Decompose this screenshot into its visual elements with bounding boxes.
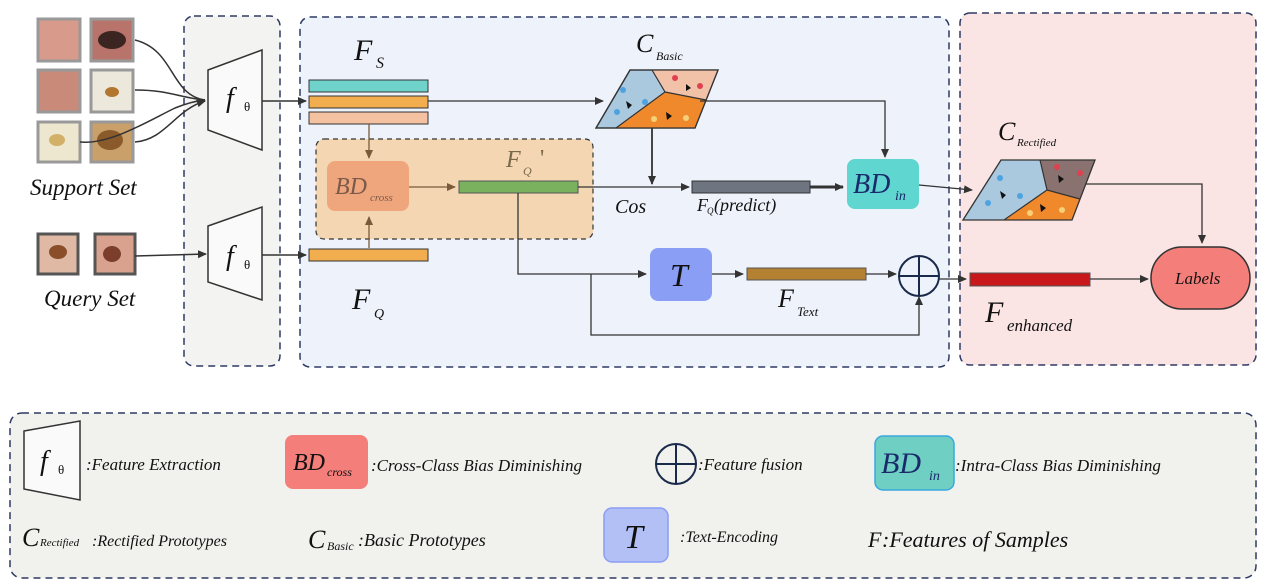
bd-cross-label-sub: cross [370,192,393,204]
legend-bd-in-block [874,435,955,491]
fq-prime-label-sub: Q [523,164,532,178]
legend-c-basic-sub: Basic [327,539,354,553]
legend-features: F :Features of Samples [867,527,1068,552]
legend-rectified: C Rectified :Rectified Prototypes [22,523,227,552]
support-image [36,68,82,114]
support-images [36,17,135,164]
c-rect-label: C [998,117,1016,146]
fq-predict-bar [691,180,811,194]
fq-predict-label-sub: Q [707,206,714,216]
c-basic-label-sub: Basic [656,49,683,63]
legend-rectified-text: :Rectified Prototypes [92,533,227,550]
fs-label: F [353,34,373,67]
legend-bd-cross-block [285,435,368,489]
support-image [36,17,82,63]
fq-prime-bar [458,180,579,194]
legend-feature-fusion: :Feature fusion [655,443,803,485]
fenhanced-bar [969,272,1091,287]
legend-feature-fusion-text: :Feature fusion [698,455,803,474]
legend-text-encoding: T :Text-Encoding [603,507,778,563]
c-basic-prototypes [594,69,719,129]
encoder-theta: θ [244,257,250,272]
legend-intra-class-text: :Intra-Class Bias Diminishing [955,456,1161,475]
encoder-f: f [226,83,237,114]
c-basic-label: C [636,29,654,58]
encoder-theta: θ [244,99,250,114]
ftext-label: F [777,284,795,313]
query-set-label: Query Set [44,286,136,311]
legend-bd-cross-sub: cross [327,465,352,479]
fs-label-sub: S [376,55,384,72]
fq-prime-mark: ' [540,146,544,172]
fq-feature-bar [308,248,429,262]
legend-c-basic: C [308,525,326,554]
ftext-bar [746,267,867,281]
fs-feature-bar [308,95,429,109]
fq-predict-label-rest: (predict) [714,195,776,216]
labels-node [1150,246,1251,310]
query-images [36,232,137,276]
fenhanced-label-sub: enhanced [1007,316,1073,335]
legend-basic: C Basic :Basic Prototypes [308,525,486,554]
legend-encoder-f: f [40,446,51,477]
fenhanced-label: F [984,296,1004,329]
legend-bd-cross-label: BD [293,450,325,476]
fq-label-sub: Q [374,307,384,322]
cos-label: Cos [615,196,646,218]
bd-in-label: BD [853,169,890,200]
bd-in-label-sub: in [895,189,906,204]
legend-encoder-theta: θ [58,462,64,477]
legend-bd-cross: BD cross :Cross-Class Bias Diminishing [285,435,582,489]
legend-basic-text: :Basic Prototypes [358,530,486,550]
fq-predict-label: F [696,195,709,215]
legend-feature-extraction: f θ :Feature Extraction [23,420,221,501]
labels-text: Labels [1174,269,1221,288]
legend-cross-class-text: :Cross-Class Bias Diminishing [371,456,582,475]
ftext-label-sub: Text [797,304,819,319]
fusion-node [898,255,940,297]
bd-cross-block [327,161,409,211]
text-encoder-block [650,248,712,301]
legend-features-text: :Features of Samples [882,527,1068,552]
fq-label: F [351,283,371,316]
support-set-label: Support Set [30,175,137,200]
legend-text-encoding-text: :Text-Encoding [680,529,778,546]
legend-bd-in-sub: in [929,469,940,484]
fq-prime-label: F [505,147,521,173]
encoder-f: f [226,241,237,272]
legend-c-rect-sub: Rectified [39,537,80,549]
query-image [93,232,137,276]
legend-t-label: T [624,519,645,556]
bd-in-block [847,159,919,209]
text-encoder-label: T [670,257,690,293]
bd-cross-label: BD [335,174,367,200]
legend-c-rect: C [22,523,40,552]
c-rect-label-sub: Rectified [1016,137,1057,149]
legend-bd-in-label: BD [881,447,921,480]
fs-feature-bar [308,79,429,93]
encoder-query: f θ [207,205,263,302]
query-image [36,232,80,276]
encoder-support: f θ [207,48,263,152]
legend-text-encoder-block [603,507,669,563]
legend-bd-in: BD in :Intra-Class Bias Diminishing [874,435,1161,491]
legend-feature-extraction-text: :Feature Extraction [86,455,221,474]
legend-f-label: F [867,527,882,552]
c-rectified-prototypes [961,159,1096,221]
fs-feature-bar [308,111,429,125]
